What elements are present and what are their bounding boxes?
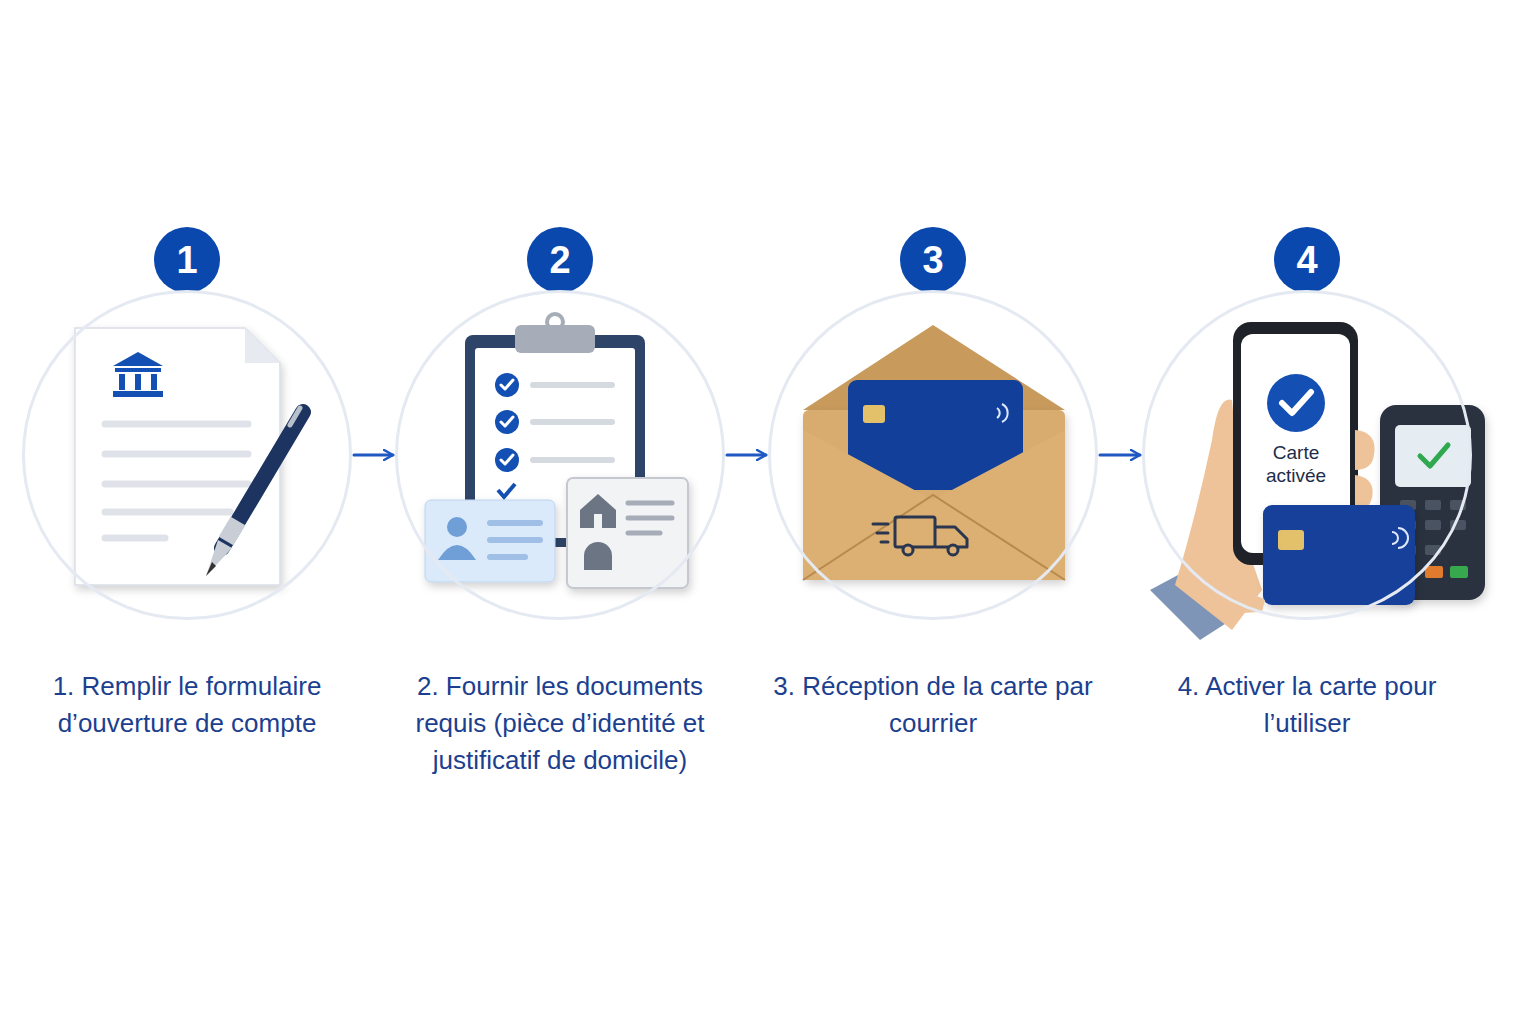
step-number: 1: [176, 241, 197, 279]
step-arrow: [354, 454, 393, 457]
address-proof: [567, 478, 688, 588]
step-circle: 3. Réception de la carte par courrier: [768, 290, 1098, 620]
step-number-badge: 1: [154, 227, 220, 293]
step-number: 2: [549, 241, 570, 279]
pen: [206, 408, 303, 576]
step-caption: 4. Activer la carte pour l’utiliser: [1177, 668, 1437, 742]
envelope: [803, 325, 1065, 580]
step-number: 4: [1296, 241, 1317, 279]
step-caption: 3. Réception de la carte par courrier: [763, 668, 1103, 742]
step-number-badge: 3: [900, 227, 966, 293]
step-arrow: [727, 454, 766, 457]
screen-text: Carte activée: [1246, 441, 1346, 487]
form-document: [75, 328, 303, 585]
step-arrow: [1100, 454, 1140, 457]
step-circle: 1. Remplir le formulaire d’ouverture de …: [22, 290, 352, 620]
step-caption: 1. Remplir le formulaire d’ouverture de …: [17, 668, 357, 742]
step-number-badge: 4: [1274, 227, 1340, 293]
hand-with-phone: [1150, 322, 1415, 640]
id-card: [425, 500, 555, 582]
step-number-badge: 2: [527, 227, 593, 293]
step-caption: 2. Fournir les documents requis (pièce d…: [385, 668, 735, 779]
step-circle: 2. Fournir les documents requis (pièce d…: [395, 290, 725, 620]
step-number: 3: [922, 241, 943, 279]
